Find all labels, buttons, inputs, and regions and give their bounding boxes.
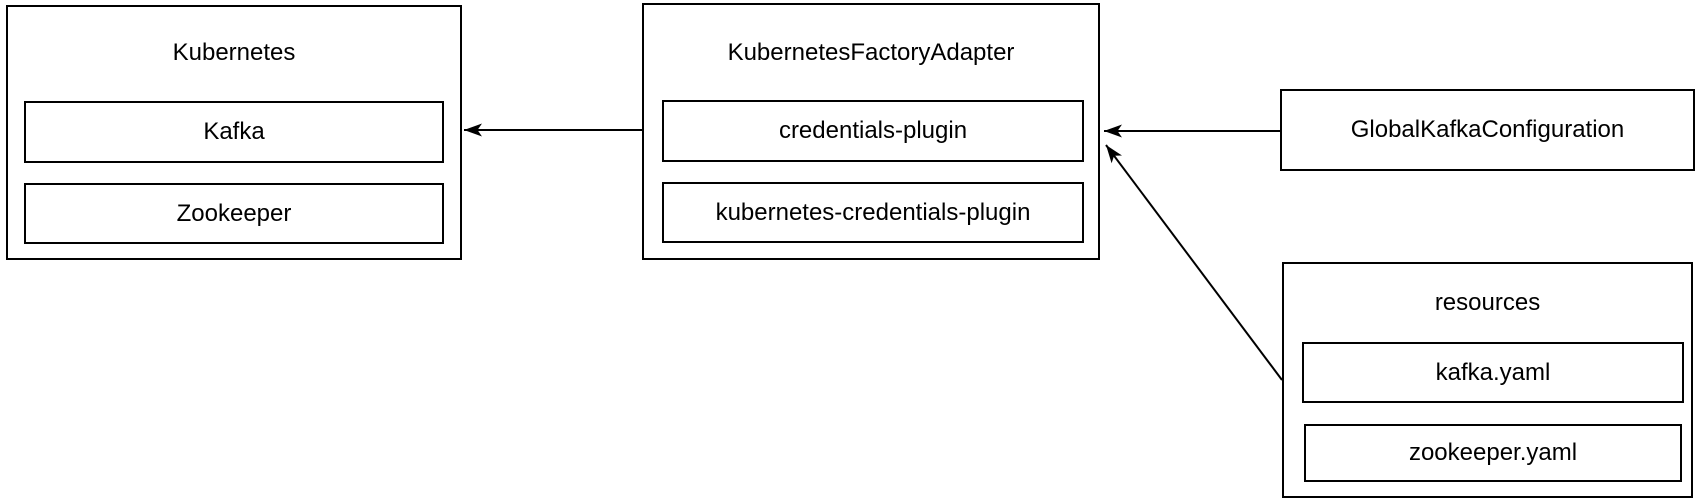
node-kubernetes-factory-adapter: KubernetesFactoryAdapter credentials-plu… (642, 3, 1100, 260)
node-zookeeper: Zookeeper (24, 183, 444, 244)
node-kubernetes: Kubernetes Kafka Zookeeper (6, 5, 462, 260)
node-resources-title: resources (1434, 289, 1541, 316)
node-global-kafka-configuration: GlobalKafkaConfiguration (1280, 89, 1695, 171)
node-kafka-label: Kafka (203, 118, 265, 145)
node-zookeeper-yaml-label: zookeeper.yaml (1408, 439, 1578, 466)
node-kubernetes-factory-adapter-title: KubernetesFactoryAdapter (727, 38, 1015, 66)
node-zookeeper-label: Zookeeper (176, 199, 292, 227)
node-global-kafka-configuration-label: GlobalKafkaConfiguration (1350, 116, 1625, 143)
node-kafka-yaml-label: kafka.yaml (1435, 358, 1551, 386)
node-kubernetes-credentials-plugin: kubernetes-credentials-plugin (662, 182, 1084, 243)
node-kubernetes-credentials-plugin-label: kubernetes-credentials-plugin (715, 198, 1031, 226)
node-kafka-yaml: kafka.yaml (1302, 342, 1684, 403)
node-credentials-plugin-label: credentials-plugin (778, 117, 968, 144)
node-kubernetes-title: Kubernetes (172, 39, 296, 66)
node-credentials-plugin: credentials-plugin (662, 100, 1084, 162)
edge-resources-to-factoryadapter (1105, 144, 1283, 381)
node-zookeeper-yaml: zookeeper.yaml (1304, 424, 1682, 482)
node-kafka: Kafka (24, 101, 444, 163)
node-resources: resources kafka.yaml zookeeper.yaml (1282, 262, 1693, 498)
